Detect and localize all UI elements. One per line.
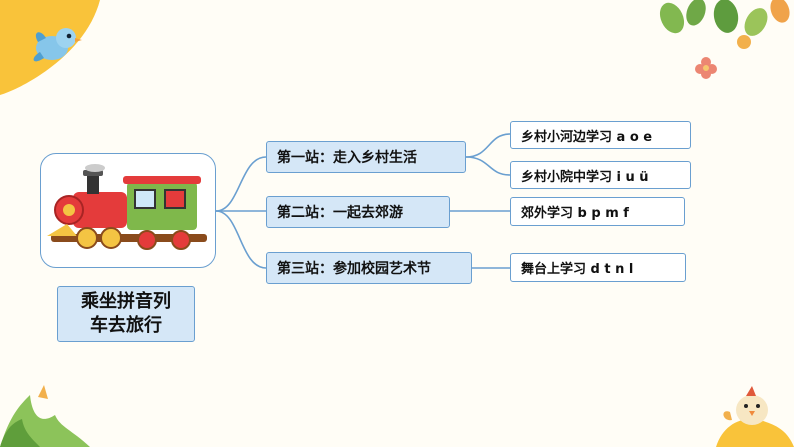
grass-icon xyxy=(0,385,90,447)
central-topic-line2: 车去旅行 xyxy=(90,315,162,336)
train-image-card xyxy=(40,153,216,268)
leaves-icon xyxy=(659,0,790,49)
train-icon xyxy=(47,164,207,250)
chick-icon xyxy=(716,386,794,447)
station-1: 第一站：走入乡村生活 xyxy=(266,141,466,173)
central-topic: 乘坐拼音列 车去旅行 xyxy=(57,286,195,342)
station-2: 第二站：一起去郊游 xyxy=(266,196,450,228)
stop-2-1: 郊外学习 b p m f xyxy=(510,197,685,226)
stop-3-1: 舞台上学习 d t n l xyxy=(510,253,686,282)
central-topic-line1: 乘坐拼音列 xyxy=(81,291,171,312)
stop-1-1: 乡村小河边学习 a o e xyxy=(510,121,691,149)
station-3: 第三站：参加校园艺术节 xyxy=(266,252,472,284)
bird-icon xyxy=(33,28,82,62)
flower-icon xyxy=(695,57,717,79)
stop-1-2: 乡村小院中学习 i u ü xyxy=(510,161,691,189)
